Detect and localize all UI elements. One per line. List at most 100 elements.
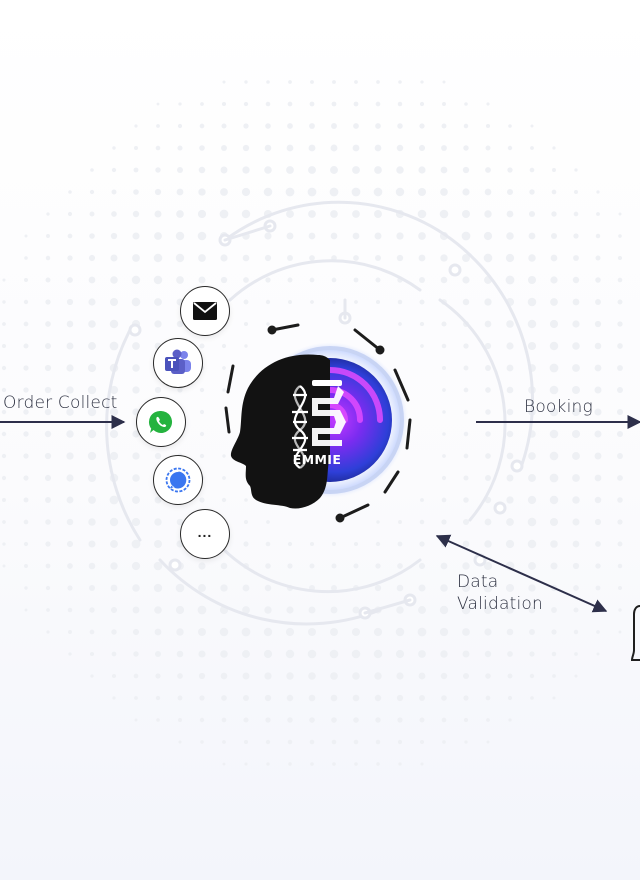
background-dot: [156, 124, 160, 128]
background-dot: [222, 476, 226, 480]
background-dot: [44, 430, 52, 438]
background-dot: [199, 453, 205, 459]
background-dot: [506, 188, 514, 196]
background-dot: [132, 342, 140, 350]
background-dot: [87, 451, 97, 461]
background-dot: [330, 606, 338, 614]
background-dot: [264, 584, 272, 592]
background-dot: [110, 562, 118, 570]
background-dot: [419, 717, 425, 723]
background-dot: [574, 674, 578, 678]
background-dot: [440, 276, 448, 284]
background-dot: [222, 80, 226, 84]
background-dot: [132, 254, 140, 262]
background-dot: [595, 299, 601, 305]
background-dot: [176, 188, 184, 196]
background-dot: [463, 145, 469, 151]
background-dot: [529, 629, 535, 635]
background-dot: [418, 562, 426, 570]
background-dot: [398, 520, 402, 524]
background-dot: [1, 475, 7, 481]
background-dot: [441, 475, 447, 481]
background-dot: [242, 694, 250, 702]
background-dot: [529, 189, 535, 195]
background-dot: [530, 696, 534, 700]
background-dot: [330, 694, 338, 702]
data-validation-label-line1: Data: [457, 572, 499, 592]
background-dot: [154, 210, 162, 218]
background-dot: [200, 740, 204, 744]
background-dot: [506, 386, 514, 394]
background-dot: [485, 673, 491, 679]
signal-channel[interactable]: [153, 455, 203, 505]
email-channel[interactable]: [180, 286, 230, 336]
background-dot: [178, 102, 182, 106]
background-dot: [352, 232, 360, 240]
background-dot: [354, 300, 358, 304]
background-dot: [23, 299, 29, 305]
background-dot: [594, 386, 602, 394]
teams-channel[interactable]: [153, 338, 203, 388]
background-dot: [2, 564, 6, 568]
background-dot: [376, 80, 380, 84]
background-dot: [398, 80, 402, 84]
background-dot: [198, 188, 206, 196]
background-dot: [618, 608, 622, 612]
background-dot: [508, 718, 512, 722]
background-dot: [309, 101, 315, 107]
background-dot: [550, 254, 558, 262]
background-dot: [2, 542, 6, 546]
background-dot: [66, 452, 74, 460]
background-dot: [527, 539, 537, 549]
background-dot: [197, 209, 207, 219]
whatsapp-channel[interactable]: [136, 397, 186, 447]
background-dot: [109, 385, 119, 395]
background-dot: [263, 649, 273, 659]
background-dot: [374, 210, 382, 218]
background-dot: [418, 584, 426, 592]
background-dot: [485, 167, 491, 173]
background-dot: [374, 144, 382, 152]
background-dot: [617, 343, 623, 349]
teams-icon: [165, 349, 191, 374]
background-dot: [330, 144, 338, 152]
background-dot: [505, 539, 515, 549]
background-dot: [155, 673, 161, 679]
background-dot: [154, 386, 162, 394]
circuit-rings: [105, 200, 535, 626]
more-channels[interactable]: ...: [180, 509, 230, 559]
background-dot: [45, 585, 51, 591]
background-dot: [485, 431, 491, 437]
background-dot: [220, 562, 228, 570]
background-dot: [506, 408, 514, 416]
background-dot: [87, 473, 97, 483]
background-dot: [198, 628, 206, 636]
background-dot: [596, 652, 600, 656]
background-dot: [442, 388, 446, 392]
background-dot: [571, 407, 581, 417]
background-dot: [133, 145, 139, 151]
background-dot: [486, 718, 490, 722]
background-dot: [154, 320, 162, 328]
background-dot: [308, 606, 316, 614]
background-dot: [197, 605, 207, 615]
background-dot: [221, 717, 227, 723]
background-dot: [373, 649, 383, 659]
background-dot: [266, 80, 270, 84]
background-dot: [572, 298, 580, 306]
background-dot: [308, 210, 316, 218]
background-dot: [242, 606, 250, 614]
background-dot: [88, 298, 96, 306]
background-dot: [462, 188, 470, 196]
background-dot: [528, 452, 536, 460]
background-dot: [89, 233, 95, 239]
background-dot: [572, 386, 580, 394]
background-dot: [549, 385, 559, 395]
background-dot: [329, 187, 339, 197]
background-dot: [572, 276, 580, 284]
background-dot: [45, 497, 51, 503]
background-dot: [309, 277, 315, 283]
background-dot: [177, 387, 183, 393]
background-dot: [506, 364, 514, 372]
background-dot: [176, 210, 184, 218]
